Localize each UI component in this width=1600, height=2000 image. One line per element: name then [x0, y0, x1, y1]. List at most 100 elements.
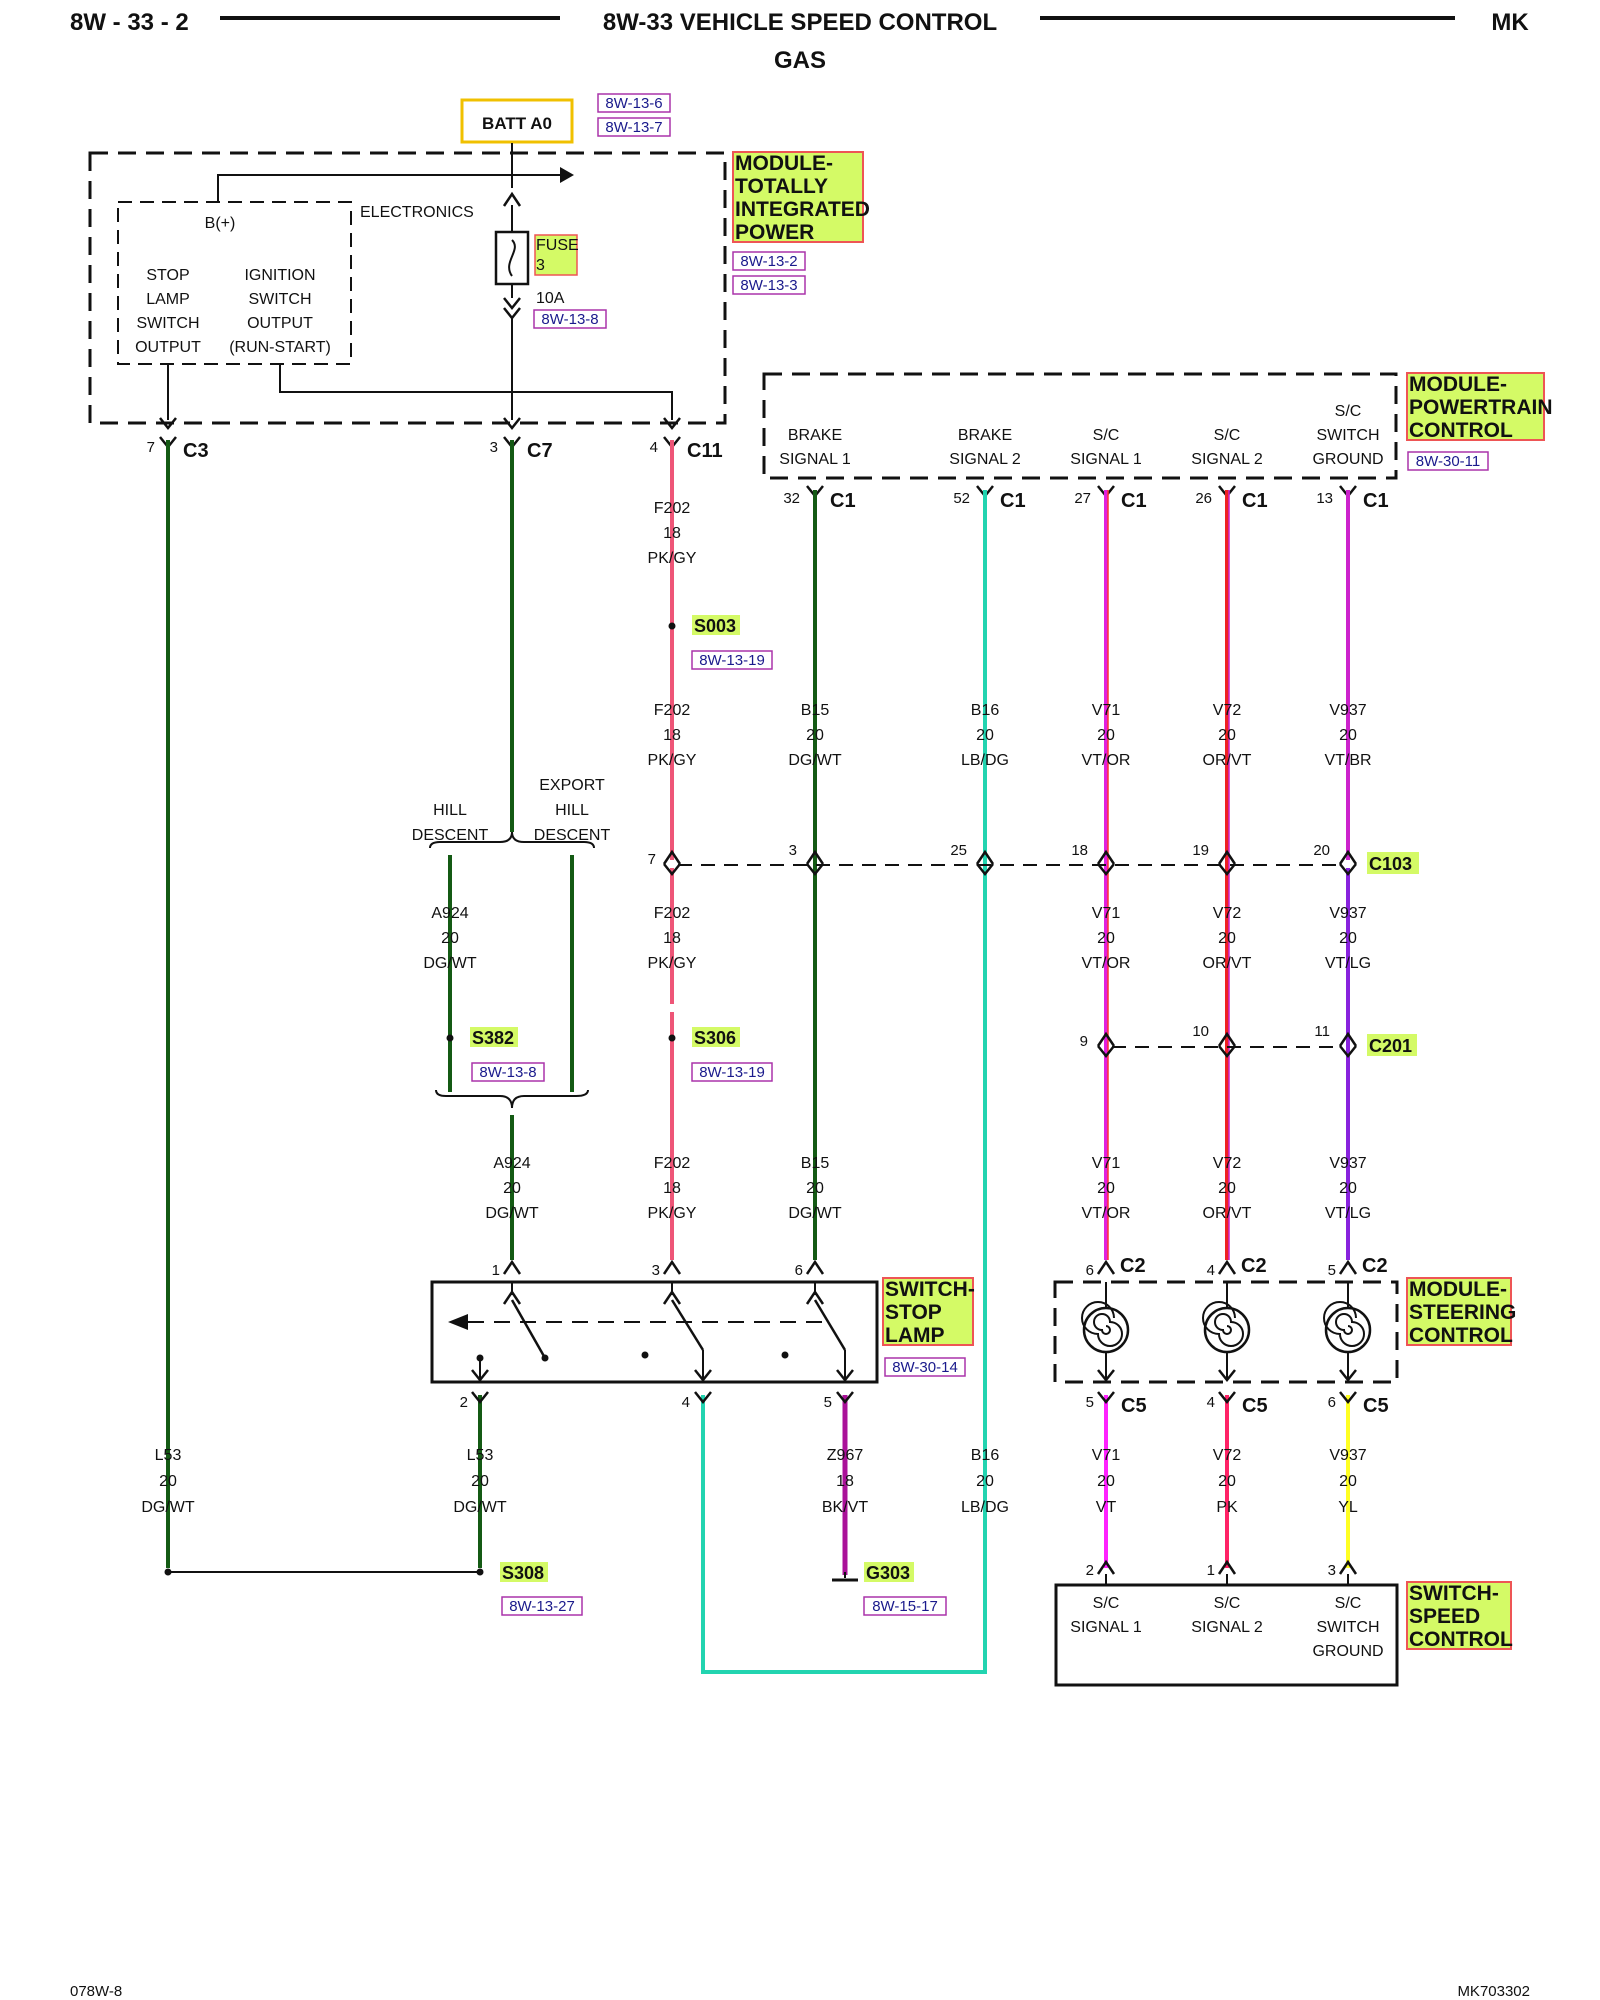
svg-text:SIGNAL 2: SIGNAL 2	[1191, 451, 1263, 468]
svg-text:10: 10	[1192, 1023, 1209, 1040]
fuse-ref[interactable]: 8W-13-8	[541, 311, 598, 328]
svg-text:SWITCH: SWITCH	[248, 291, 311, 308]
svg-text:3: 3	[1328, 1562, 1336, 1579]
svg-text:20: 20	[1218, 1473, 1236, 1490]
footer-right-code: MK703302	[1457, 1983, 1530, 2000]
svg-text:20: 20	[1339, 930, 1357, 947]
hill-descent-option: HILL DESCENT	[412, 802, 489, 844]
splice-s306-ref[interactable]: 8W-13-19	[699, 1064, 765, 1081]
svg-text:25: 25	[950, 842, 967, 859]
svg-text:20: 20	[1218, 1180, 1236, 1197]
svg-text:7: 7	[648, 851, 656, 868]
stop-lamp-switch-ref[interactable]: 8W-30-14	[892, 1359, 958, 1376]
svg-text:18: 18	[1071, 842, 1088, 859]
svg-text:DG/WT: DG/WT	[423, 955, 477, 972]
svg-text:C5: C5	[1121, 1395, 1147, 1417]
svg-text:F202: F202	[654, 500, 691, 517]
svg-text:C1: C1	[1363, 490, 1389, 512]
svg-text:BK/VT: BK/VT	[822, 1499, 868, 1516]
svg-text:IGNITION: IGNITION	[244, 267, 315, 284]
batt-ref-2[interactable]: 8W-13-7	[605, 119, 662, 136]
clockspring-icon	[1081, 1282, 1372, 1382]
tipm-name: MODULE- TOTALLY INTEGRATED POWER	[735, 152, 870, 244]
page-title: 8W-33 VEHICLE SPEED CONTROL	[603, 9, 997, 36]
svg-text:DG/WT: DG/WT	[485, 1205, 539, 1222]
svg-text:DG/WT: DG/WT	[453, 1499, 507, 1516]
svg-text:STEERING: STEERING	[1409, 1301, 1516, 1324]
svg-text:SPEED: SPEED	[1409, 1605, 1480, 1628]
svg-text:OUTPUT: OUTPUT	[135, 339, 201, 356]
splice-s382: S382	[472, 1028, 514, 1048]
svg-text:V937: V937	[1329, 702, 1366, 719]
svg-text:VT/OR: VT/OR	[1082, 752, 1131, 769]
ground-g303-ref[interactable]: 8W-15-17	[872, 1598, 938, 1615]
svg-text:MODULE-: MODULE-	[1409, 1278, 1507, 1301]
speed-switch-body	[1054, 1583, 1399, 1687]
svg-text:LAMP: LAMP	[146, 291, 190, 308]
svg-text:(RUN-START): (RUN-START)	[229, 339, 331, 356]
splice-s003-ref[interactable]: 8W-13-19	[699, 652, 765, 669]
svg-text:20: 20	[441, 930, 459, 947]
svg-text:SWITCH: SWITCH	[1316, 1619, 1379, 1636]
batt-label: BATT A0	[482, 114, 552, 133]
splice-s382-ref[interactable]: 8W-13-8	[479, 1064, 536, 1081]
svg-text:V937: V937	[1329, 1155, 1366, 1172]
steering-module-name: MODULE- STEERING CONTROL	[1409, 1278, 1516, 1347]
svg-text:GROUND: GROUND	[1312, 1643, 1383, 1660]
splice-s308-ref[interactable]: 8W-13-27	[509, 1598, 575, 1615]
svg-text:OR/VT: OR/VT	[1203, 752, 1252, 769]
svg-text:S/C: S/C	[1093, 1595, 1120, 1612]
svg-text:20: 20	[976, 727, 994, 744]
svg-text:HILL: HILL	[555, 802, 589, 819]
batt-ref-1[interactable]: 8W-13-6	[605, 95, 662, 112]
steering-top-pins: 6 C2 4 C2 5 C2	[1086, 1255, 1388, 1279]
svg-text:BRAKE: BRAKE	[958, 427, 1012, 444]
svg-text:26: 26	[1195, 490, 1212, 507]
wire-labels-middle: A924 20 DG/WT F202 18 PK/GY V71 20 VT/OR…	[423, 905, 1371, 972]
svg-text:9: 9	[1080, 1033, 1088, 1050]
svg-text:PK/GY: PK/GY	[648, 955, 697, 972]
fuse-number: 3	[536, 257, 545, 274]
svg-text:C5: C5	[1242, 1395, 1268, 1417]
electronics-label: ELECTRONICS	[360, 204, 474, 221]
svg-text:HILL: HILL	[433, 802, 467, 819]
svg-text:VT/LG: VT/LG	[1325, 1205, 1371, 1222]
export-hill-descent-option: EXPORT HILL DESCENT	[534, 777, 611, 844]
svg-text:20: 20	[806, 727, 824, 744]
svg-text:DG/WT: DG/WT	[788, 1205, 842, 1222]
svg-text:S/C: S/C	[1093, 427, 1120, 444]
stop-lamp-output-label: STOP LAMP SWITCH OUTPUT	[135, 267, 201, 356]
svg-text:TOTALLY: TOTALLY	[735, 175, 828, 198]
svg-text:L53: L53	[155, 1447, 182, 1464]
speed-switch-terminals: S/C SIGNAL 1 S/C SIGNAL 2 S/C SWITCH GRO…	[1070, 1595, 1383, 1660]
batt-label-box	[460, 98, 574, 144]
svg-text:20: 20	[1218, 930, 1236, 947]
tipm-ref-1[interactable]: 8W-13-2	[740, 253, 797, 270]
ground-icon	[832, 1572, 858, 1582]
svg-text:PK/GY: PK/GY	[648, 752, 697, 769]
svg-text:C2: C2	[1362, 1255, 1388, 1277]
svg-text:32: 32	[783, 490, 800, 507]
speed-switch-name: SWITCH- SPEED CONTROL	[1409, 1582, 1513, 1651]
svg-text:DESCENT: DESCENT	[534, 827, 611, 844]
svg-text:INTEGRATED: INTEGRATED	[735, 198, 870, 221]
pcm-ref[interactable]: 8W-30-11	[1416, 453, 1480, 470]
svg-text:C5: C5	[1363, 1395, 1389, 1417]
svg-text:C2: C2	[1120, 1255, 1146, 1277]
tipm-conn-c7: C7	[527, 440, 553, 462]
svg-text:MODULE-: MODULE-	[1409, 373, 1507, 396]
svg-text:GROUND: GROUND	[1312, 451, 1383, 468]
tipm-conn-c3: C3	[183, 440, 209, 462]
svg-text:V71: V71	[1092, 905, 1121, 922]
svg-text:VT/OR: VT/OR	[1082, 955, 1131, 972]
svg-text:LB/DG: LB/DG	[961, 1499, 1009, 1516]
splice-s003: S003	[694, 616, 736, 636]
svg-text:B15: B15	[801, 702, 830, 719]
svg-text:YL: YL	[1338, 1499, 1358, 1516]
svg-text:SWITCH-: SWITCH-	[885, 1278, 975, 1301]
svg-text:VT/BR: VT/BR	[1324, 752, 1371, 769]
svg-text:6: 6	[1086, 1262, 1094, 1279]
stop-lamp-switch-top-pins: 1 3 6	[492, 1260, 825, 1279]
tipm-ref-2[interactable]: 8W-13-3	[740, 277, 797, 294]
svg-text:SWITCH: SWITCH	[1316, 427, 1379, 444]
